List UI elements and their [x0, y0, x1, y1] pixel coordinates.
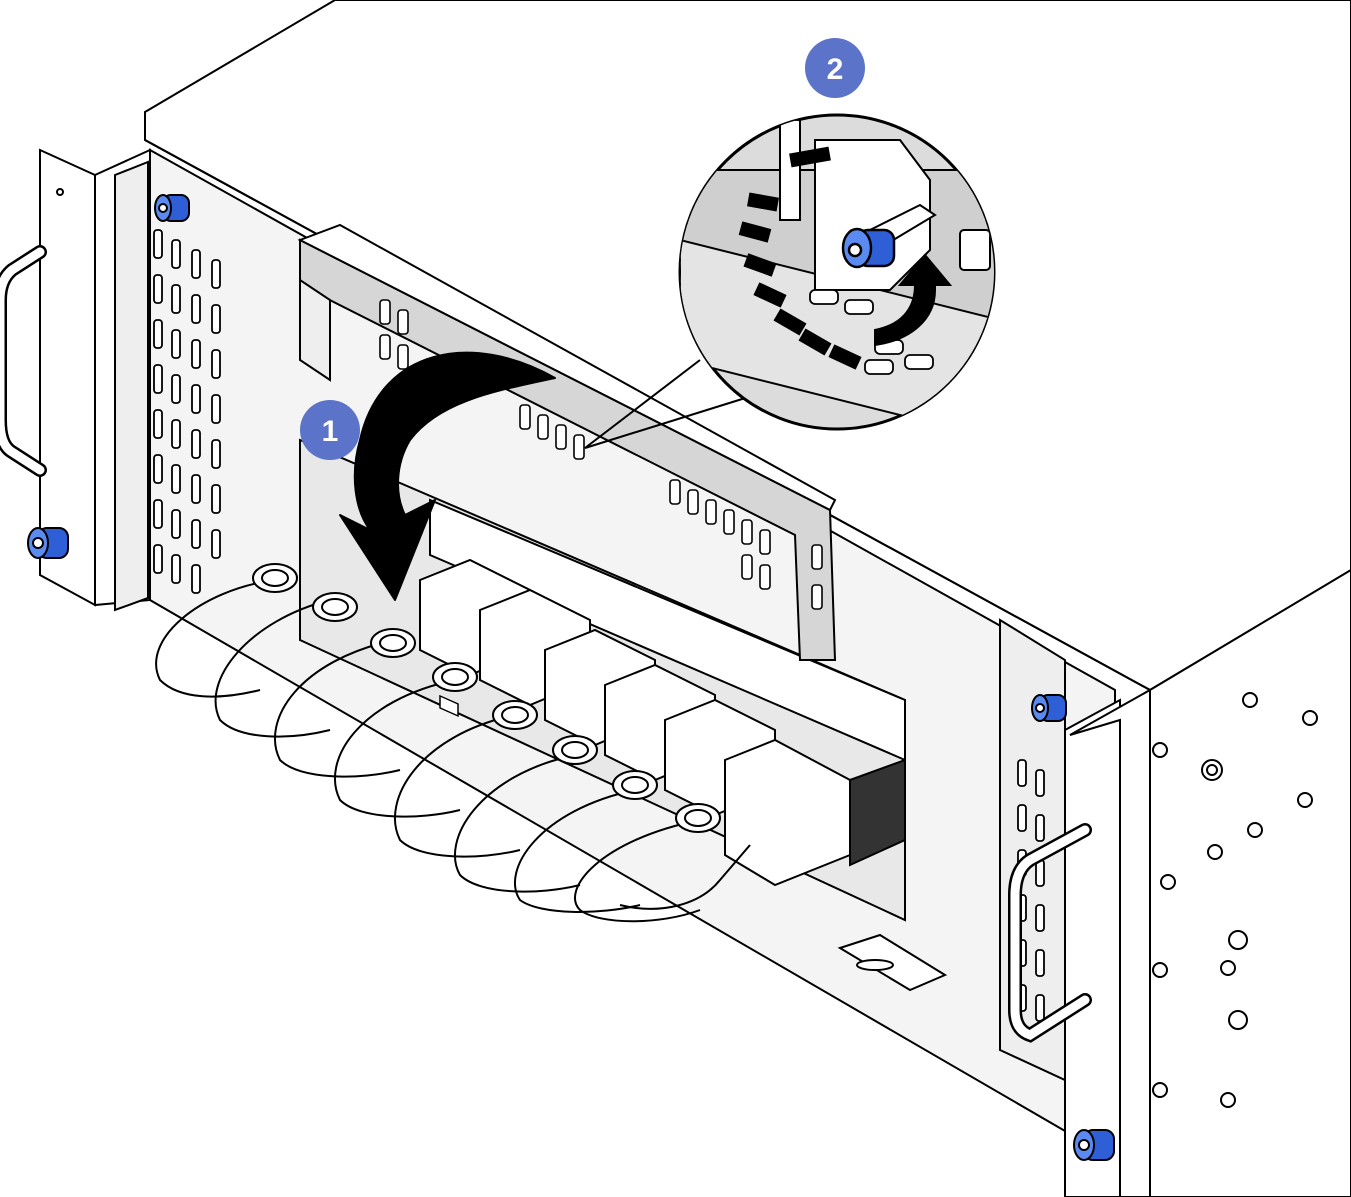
rotate-clockwise-icon [874, 253, 953, 347]
thumbscrew-icon [1031, 694, 1067, 722]
power-cables [155, 579, 751, 923]
zoom-leader-line [584, 359, 756, 449]
right-rack-ear [999, 618, 1248, 1197]
thumbscrew-icon [841, 227, 896, 269]
left-grille [153, 229, 221, 594]
thumbscrew-icon [154, 194, 190, 222]
step-2-label: 2 [827, 53, 844, 86]
power-supply-units [419, 558, 906, 887]
cable-holder-bracket [297, 223, 837, 661]
step-1-callout: 1 [300, 400, 360, 460]
zoom-detail [678, 113, 996, 431]
thumbscrew-icon [1073, 1129, 1115, 1161]
bracket-swing-indicator [738, 146, 862, 370]
thumbscrew-icon [27, 527, 69, 559]
step-1-label: 1 [322, 415, 339, 448]
curved-arrow-down-icon [339, 351, 556, 601]
side-holes [1152, 692, 1318, 1108]
step-2-callout: 2 [805, 38, 865, 98]
pull-tab [837, 933, 948, 992]
left-rack-ear [0, 148, 151, 612]
cable-connectors [252, 563, 721, 833]
